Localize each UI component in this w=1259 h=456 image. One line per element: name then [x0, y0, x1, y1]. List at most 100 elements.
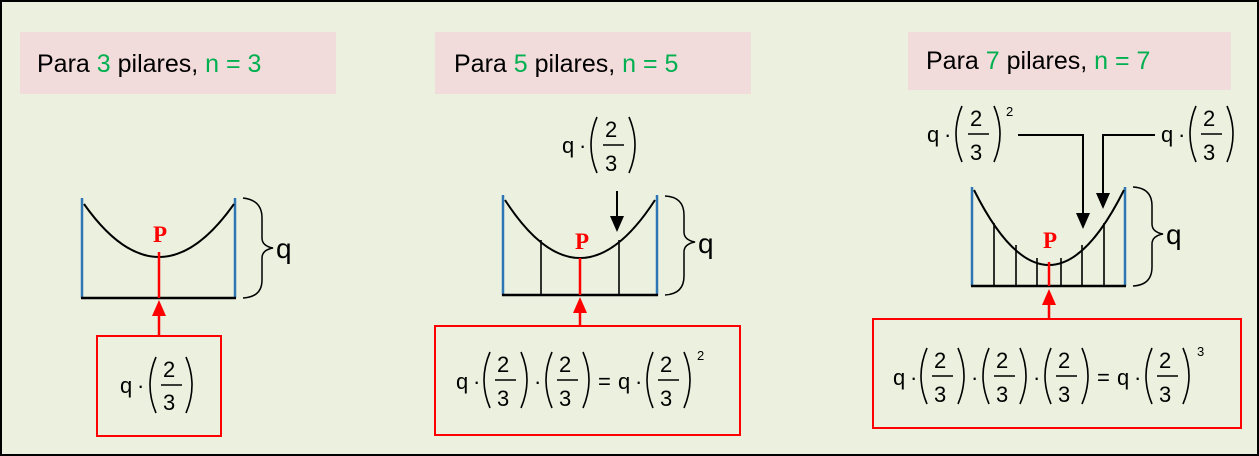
formula-exponent: 3	[1197, 344, 1204, 359]
fraction-denominator: 3	[934, 382, 946, 407]
reaction-arrow	[152, 300, 166, 336]
title-box	[435, 32, 751, 94]
formula-box-2: q · 2 3 · 2 3 = q · 2 3 2	[434, 325, 741, 436]
panel-title: Para 3 pilares, n = 3	[37, 50, 261, 78]
annotation-left-arrow-shaft	[1018, 134, 1084, 215]
right-paren	[1182, 347, 1190, 405]
fraction-denominator: 3	[996, 382, 1008, 407]
title-prefix: Para	[37, 50, 97, 78]
fraction-numerator: 2	[497, 352, 509, 377]
title-count: 3	[97, 50, 111, 78]
right-paren	[1226, 105, 1234, 163]
fraction-numerator: 2	[559, 352, 571, 377]
formula-q: q	[618, 369, 630, 394]
fraction-denominator: 3	[163, 390, 175, 415]
left-paren	[982, 347, 990, 405]
annotation-exponent: 2	[1006, 104, 1013, 119]
annotation-right-arrow-shaft	[1102, 134, 1155, 195]
left-paren	[590, 116, 598, 174]
fraction-numerator: 2	[660, 352, 672, 377]
right-paren	[1081, 347, 1089, 405]
formula-frame	[96, 335, 222, 437]
right-paren	[582, 351, 590, 409]
fraction-denominator: 3	[1203, 140, 1215, 165]
height-brace	[664, 195, 696, 296]
formula-exponent: 2	[697, 348, 704, 363]
formula-dot: ·	[1033, 365, 1040, 390]
formula-box-1: q · 2 3	[96, 335, 222, 437]
brace-q-label: q	[276, 233, 292, 264]
annotation-dot: ·	[579, 133, 586, 158]
annotation-dot: ·	[944, 122, 951, 147]
support-diagram: P q	[970, 186, 1182, 288]
annotation-q: q	[927, 122, 939, 147]
left-paren	[149, 356, 157, 414]
left-paren	[920, 347, 928, 405]
right-paren	[628, 116, 636, 174]
fraction-denominator: 3	[497, 386, 509, 411]
right-paren	[683, 351, 691, 409]
right-paren	[185, 356, 193, 414]
formula-q: q	[456, 369, 468, 394]
fraction-numerator: 2	[605, 117, 617, 142]
fraction-numerator: 2	[163, 357, 175, 382]
left-paren	[955, 105, 963, 163]
formula-dot: ·	[534, 369, 541, 394]
panel-7-pilares: Para 7 pilares, n = 7 q · 2 3 2 q · 2 3	[872, 32, 1242, 429]
p-label: P	[575, 229, 589, 254]
formula-frame	[872, 318, 1242, 429]
right-paren	[520, 351, 528, 409]
fraction-denominator: 3	[1159, 382, 1171, 407]
title-middle: pilares,	[111, 50, 205, 78]
panel-title: Para 5 pilares, n = 5	[454, 50, 678, 78]
formula-dot: ·	[1134, 365, 1141, 390]
brace-q-label: q	[1166, 219, 1182, 250]
title-n-expression: n = 3	[205, 50, 261, 78]
left-paren	[1044, 347, 1052, 405]
title-count: 5	[514, 50, 528, 78]
fraction-numerator: 2	[1058, 348, 1070, 373]
right-paren	[1019, 347, 1027, 405]
title-n-expression: n = 7	[1094, 47, 1150, 75]
annotation-dot: ·	[1178, 122, 1185, 147]
title-n-expression: n = 5	[622, 50, 678, 78]
fraction-denominator: 3	[660, 386, 672, 411]
formula-equals: =	[1097, 365, 1110, 390]
title-box	[20, 32, 336, 94]
panel-5-pilares: Para 5 pilares, n = 5 q · 2 3 P q	[434, 32, 751, 436]
height-brace	[242, 197, 274, 299]
annotation-left: q · 2 3 2	[927, 104, 1090, 229]
formula-dot: ·	[910, 365, 917, 390]
left-paren	[1145, 347, 1153, 405]
panel-title: Para 7 pilares, n = 7	[926, 47, 1150, 75]
formula-q: q	[893, 365, 905, 390]
formula-dot: ·	[137, 373, 144, 398]
support-diagram: P q	[501, 195, 714, 297]
left-paren	[1189, 105, 1197, 163]
annotation-q: q	[562, 133, 574, 158]
fraction-denominator: 3	[605, 151, 617, 176]
reaction-arrow	[573, 297, 587, 326]
formula-box-3: q · 2 3 · 2 3 · 2 3 = q · 2 3	[872, 318, 1242, 429]
fraction-numerator: 2	[1159, 348, 1171, 373]
support-diagram: P q	[80, 197, 292, 300]
p-label: P	[153, 222, 167, 247]
brace-q-label: q	[698, 228, 714, 259]
formula-equals: =	[598, 369, 611, 394]
annotation-q: q	[1161, 122, 1173, 147]
title-middle: pilares,	[528, 50, 622, 78]
fraction-denominator: 3	[559, 386, 571, 411]
height-brace	[1132, 186, 1164, 287]
title-count: 7	[986, 47, 1000, 75]
annotation-top: q · 2 3	[562, 116, 636, 232]
fraction-numerator: 2	[934, 348, 946, 373]
formula-q: q	[120, 373, 132, 398]
fraction-numerator: 2	[970, 106, 982, 131]
panel-3-pilares: Para 3 pilares, n = 3 P q q · 2 3	[20, 32, 336, 437]
fraction-numerator: 2	[996, 348, 1008, 373]
left-paren	[545, 351, 553, 409]
arrow-head	[1042, 289, 1056, 305]
annotation-left-arrow-head	[1076, 213, 1090, 229]
formula-dot: ·	[635, 369, 642, 394]
